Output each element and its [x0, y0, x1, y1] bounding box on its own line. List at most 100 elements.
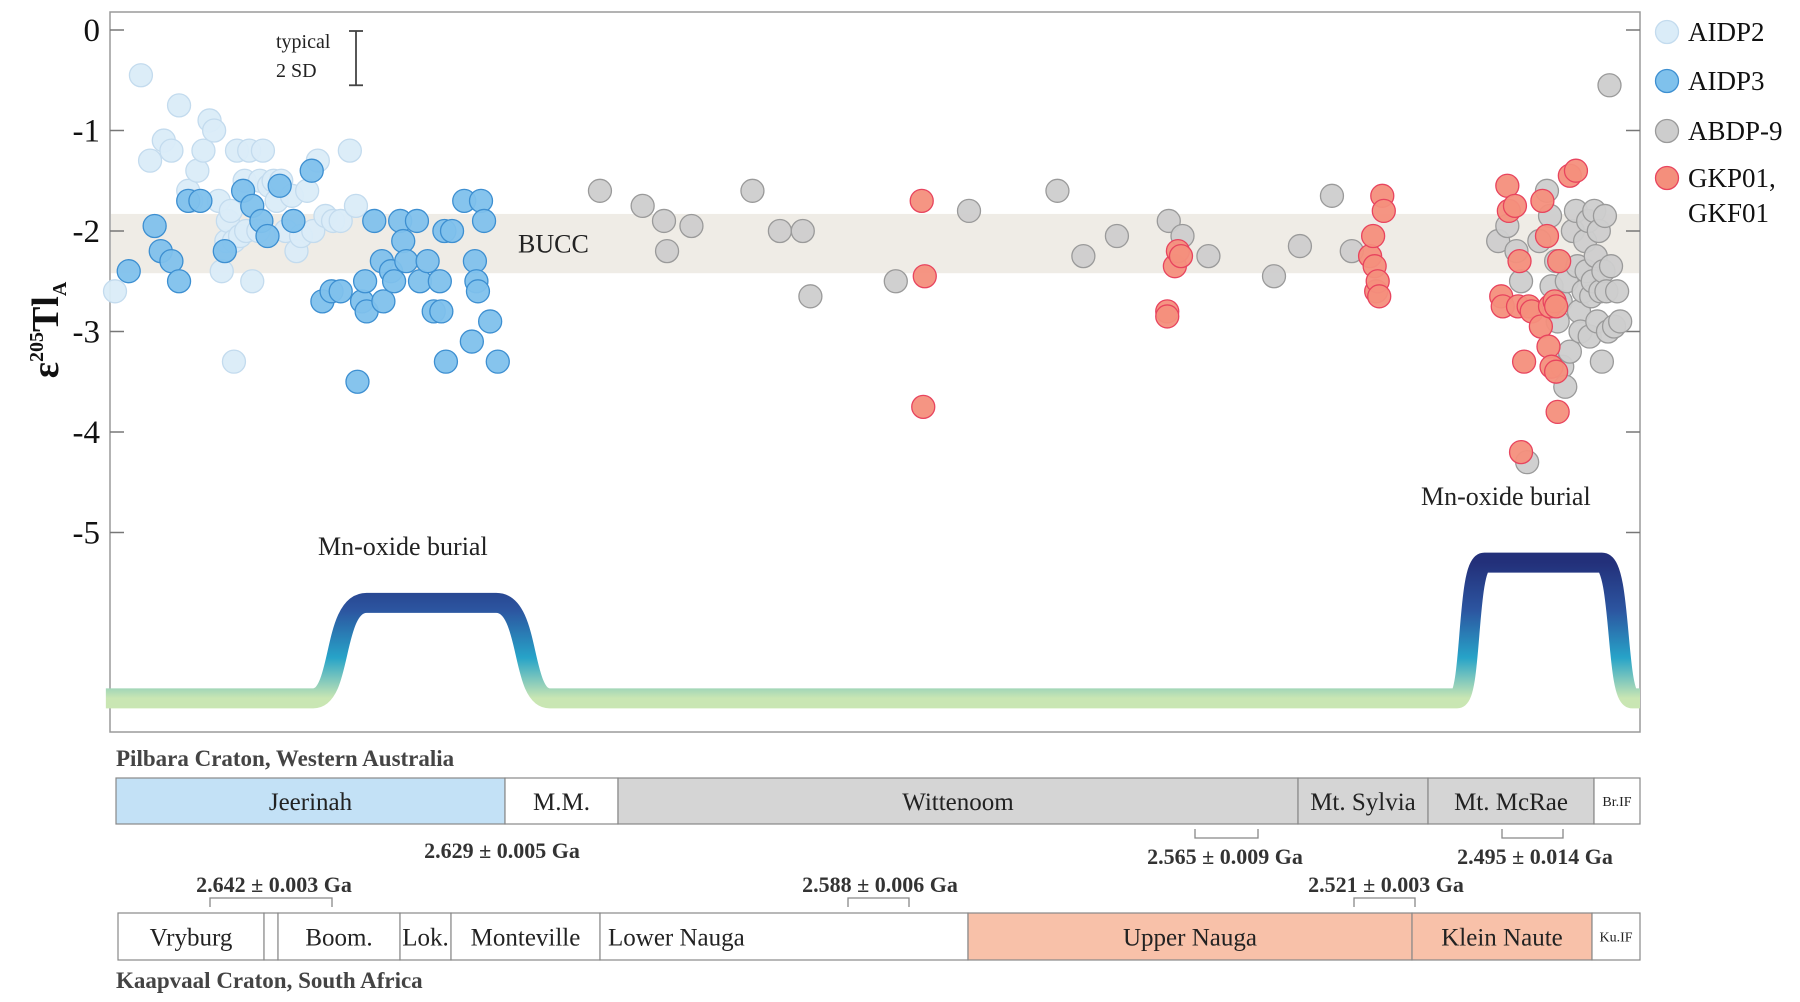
- y-axis-ticks: 0-1-2-3-4-5: [73, 13, 1640, 552]
- point-abdp-9: [1287, 233, 1313, 259]
- point-aidp2: [294, 178, 320, 203]
- age-bracket: [1501, 829, 1564, 839]
- error-bar-label-typical: typical: [276, 31, 331, 53]
- point-aidp3: [142, 213, 167, 239]
- point-aidp3: [459, 329, 485, 354]
- legend-marker: [1654, 68, 1680, 94]
- age-label: 2.521 ± 0.003 Ga: [1308, 872, 1464, 897]
- point-aidp3: [352, 269, 378, 294]
- point-abdp-9: [1598, 254, 1624, 279]
- strat-unit-label: Klein Naute: [1441, 925, 1562, 952]
- point-gkp01-: [1360, 223, 1386, 249]
- point-gkp01-: [1168, 243, 1194, 269]
- point-aidp2: [137, 148, 163, 173]
- point-aidp2: [128, 63, 154, 88]
- point-abdp-9: [1557, 339, 1582, 364]
- mn-oxide-label-left: Mn-oxide burial: [318, 532, 488, 561]
- point-abdp-9: [740, 178, 765, 203]
- strat-unit-label: Upper Nauga: [1123, 925, 1257, 952]
- point-aidp3: [394, 248, 419, 274]
- pilbara-title: Pilbara Craton, Western Australia: [116, 746, 455, 771]
- bucc-label: BUCC: [518, 230, 589, 259]
- point-aidp3: [433, 349, 459, 374]
- point-aidp3: [485, 349, 510, 374]
- point-abdp-9: [1196, 243, 1221, 269]
- point-aidp2: [343, 193, 369, 219]
- y-tick-label: -5: [73, 516, 101, 552]
- point-abdp-9: [1592, 203, 1618, 229]
- strat-unit-label: Boom.: [305, 925, 372, 952]
- point-abdp-9: [883, 269, 908, 294]
- strat-unit-box: [599, 912, 969, 961]
- point-aidp3: [415, 248, 440, 274]
- point-aidp3: [439, 218, 465, 244]
- point-gkp01-: [1530, 188, 1555, 214]
- y-tick-label: -2: [73, 214, 101, 250]
- strat-unit-label: Mt. Sylvia: [1310, 789, 1416, 816]
- legend-label: GKP01,: [1688, 163, 1776, 193]
- point-gkp01-: [1543, 294, 1569, 319]
- strat-unit-label: Ku.IF: [1599, 931, 1632, 946]
- point-aidp2: [218, 198, 244, 224]
- strat-unit-box: [504, 777, 619, 825]
- y-axis-label: ε205TlA: [25, 281, 71, 378]
- kaapvaal-title: Kaapvaal Craton, South Africa: [116, 968, 423, 993]
- point-aidp3: [427, 269, 452, 294]
- strat-unit-label: Lok.: [402, 925, 449, 952]
- y-tick-label: -4: [73, 415, 101, 451]
- legend-label: AIDP3: [1688, 66, 1765, 96]
- point-gkp01-: [1547, 248, 1572, 274]
- strat-unit-box: [399, 912, 452, 961]
- point-aidp3: [328, 279, 353, 304]
- point-abdp-9: [1104, 223, 1130, 249]
- point-abdp-9: [1597, 73, 1622, 98]
- strat-unit-box: [1297, 777, 1429, 825]
- scatter-points: [102, 63, 1633, 475]
- point-abdp-9: [956, 198, 982, 224]
- point-abdp-9: [630, 193, 655, 219]
- point-gkp01-: [912, 264, 937, 289]
- age-label: 2.629 ± 0.005 Ga: [424, 838, 580, 863]
- point-gkp01-: [1508, 439, 1534, 465]
- point-gkp01-: [1371, 198, 1396, 224]
- strat-unit-label: Vryburg: [150, 925, 233, 952]
- y-axis-label-epsilon: ε: [25, 362, 67, 378]
- point-aidp3: [299, 158, 324, 183]
- point-abdp-9: [1071, 243, 1096, 269]
- point-gkp01-: [911, 394, 936, 420]
- point-abdp-9: [767, 218, 793, 244]
- point-aidp3: [267, 173, 292, 198]
- y-tick-label: -1: [73, 114, 101, 150]
- point-aidp3: [255, 223, 280, 249]
- point-abdp-9: [587, 178, 613, 203]
- point-aidp3: [404, 208, 430, 234]
- point-aidp3: [471, 208, 497, 234]
- point-aidp3: [166, 269, 192, 294]
- y-axis-label-subscript: A: [49, 281, 71, 296]
- strat-unit-box: [277, 912, 401, 961]
- point-aidp3: [465, 279, 491, 304]
- strat-unit-label: Lower Nauga: [608, 925, 745, 952]
- point-gkp01-: [1543, 359, 1569, 384]
- age-label: 2.495 ± 0.014 Ga: [1457, 844, 1613, 869]
- error-bar-label-2sd: 2 SD: [276, 60, 317, 82]
- strat-unit-box: [1593, 777, 1641, 825]
- legend-label: AIDP2: [1688, 17, 1765, 47]
- legend-label: ABDP-9: [1688, 116, 1783, 146]
- point-aidp2: [240, 269, 265, 294]
- point-abdp-9: [1589, 349, 1615, 374]
- y-axis-label-main: Tl: [25, 296, 67, 332]
- point-aidp3: [362, 208, 387, 234]
- point-abdp-9: [798, 284, 823, 309]
- point-gkp01-: [1563, 158, 1589, 183]
- point-aidp2: [201, 118, 227, 143]
- point-abdp-9: [790, 218, 815, 244]
- point-aidp3: [468, 188, 494, 214]
- strat-unit-box: [617, 777, 1299, 825]
- point-abdp-9: [654, 238, 680, 264]
- point-gkp01-: [1155, 304, 1180, 329]
